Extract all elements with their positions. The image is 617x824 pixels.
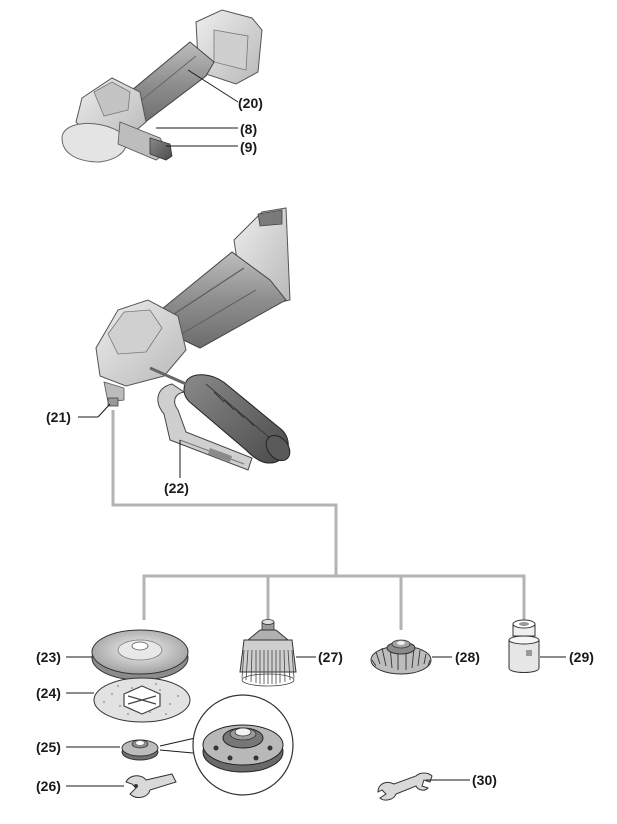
callout-22: (22) (164, 480, 189, 496)
two-pin-spanner-26 (125, 773, 177, 798)
callout-25: (25) (36, 739, 61, 755)
top-grinder-illustration (61, 9, 263, 163)
callout-20: (20) (238, 95, 263, 111)
flap-disc-23 (91, 629, 189, 681)
callout-21: (21) (46, 409, 71, 425)
sanding-sheet-24 (93, 677, 191, 723)
callout-27: (27) (318, 649, 343, 665)
disc-wire-brush-28 (370, 639, 432, 675)
adapter-29 (508, 619, 540, 673)
callout-23: (23) (36, 649, 61, 665)
zoom-detail-circle (192, 694, 294, 796)
middle-grinder-illustration (95, 207, 291, 471)
clamping-nut-25 (121, 739, 159, 761)
callout-26: (26) (36, 778, 61, 794)
callout-8: (8) (240, 121, 258, 137)
cup-wire-brush-27 (239, 619, 297, 687)
open-end-spanner-30 (377, 772, 433, 801)
callout-29: (29) (569, 649, 594, 665)
callout-24: (24) (36, 685, 61, 701)
callout-9: (9) (240, 139, 258, 155)
callout-28: (28) (455, 649, 480, 665)
connector-tree (111, 410, 526, 630)
leader-line-20 (187, 69, 239, 103)
callout-30: (30) (472, 772, 497, 788)
